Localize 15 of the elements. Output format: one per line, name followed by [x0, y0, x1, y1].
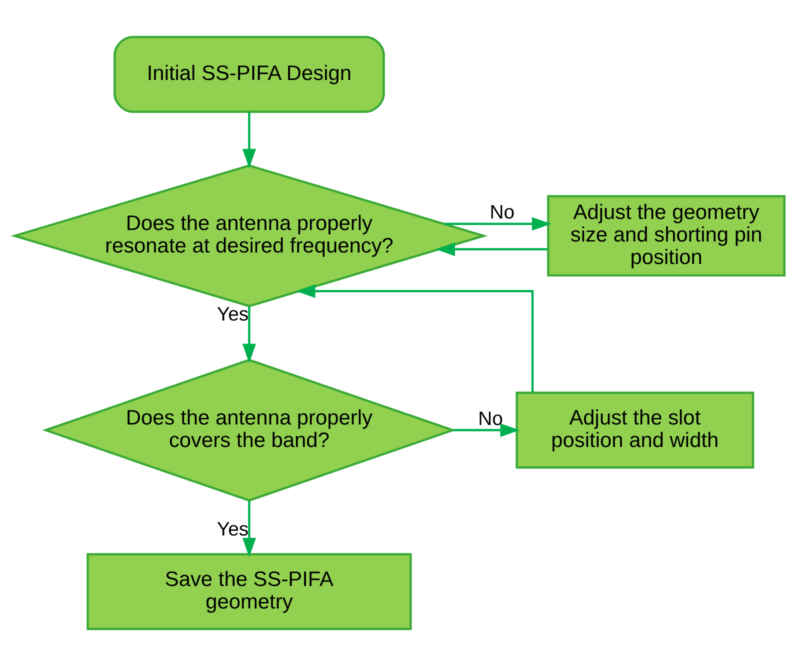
arrow — [242, 306, 256, 363]
node-diamond: Does the antenna properly resonate at desired frequency? — [10, 164, 488, 307]
edge-label: Yes — [216, 518, 249, 540]
arrow — [436, 242, 548, 256]
arrow — [444, 216, 552, 230]
arrow — [242, 500, 256, 557]
node-box: Adjust the geometry size and shorting pin position — [547, 194, 786, 276]
edge-label: No — [490, 200, 515, 223]
arrow — [452, 422, 520, 436]
arrow — [296, 284, 534, 392]
arrow — [242, 111, 256, 168]
edge-label: No — [478, 407, 503, 430]
node-box: Save the SS-PIFA geometry — [86, 552, 412, 630]
node-box: Adjust the slot position and width — [516, 391, 754, 468]
node-box: Initial SS-PIFA Design — [114, 35, 385, 112]
